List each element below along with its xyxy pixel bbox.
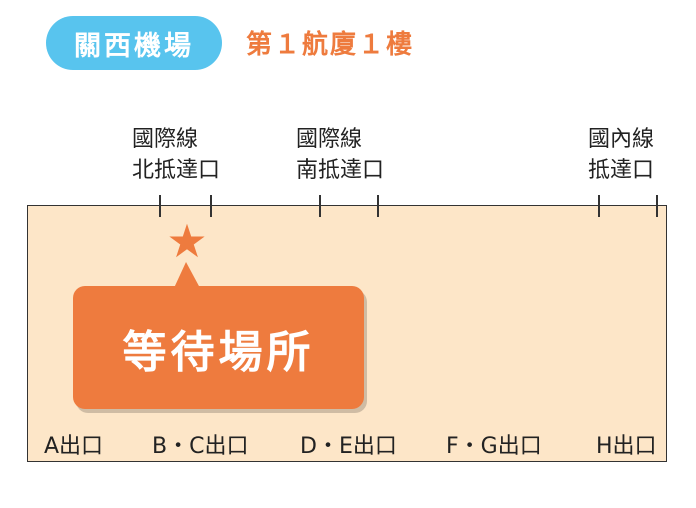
domestic-arrival-label: 國內線 抵達口 [588,124,654,186]
callout-pointer [174,262,200,288]
counter-label-line2: 南抵達口 [296,158,385,183]
airport-badge: 關西機場 [46,16,222,70]
meeting-point-callout: 等待場所 [73,286,364,409]
domestic-arrival-gate-left [598,195,600,217]
south-arrival-gate-right [377,195,379,217]
north-arrival-gate-left [159,195,161,217]
international-north-arrival-label: 國際線 北抵達口 [132,124,220,186]
counter-label-line2: 北抵達口 [132,158,221,183]
exit-b-c: B・C出口 [152,434,249,459]
north-arrival-gate-right [210,195,212,217]
counter-label-line1: 國內線 [588,127,655,152]
counter-label-line2: 抵達口 [588,158,655,183]
counter-label-line1: 國際線 [132,127,199,152]
exit-f-g: F・G出口 [446,434,542,459]
floor-title: 第１航廈１樓 [246,30,415,60]
star-icon: ★ [166,214,208,268]
exit-h: H出口 [596,434,657,459]
exit-d-e: D・E出口 [300,434,397,459]
counter-label-line1: 國際線 [296,127,363,152]
south-arrival-gate-left [319,195,321,217]
international-south-arrival-label: 國際線 南抵達口 [296,124,384,186]
exit-a: A出口 [44,434,104,459]
domestic-arrival-gate-right [656,195,658,217]
